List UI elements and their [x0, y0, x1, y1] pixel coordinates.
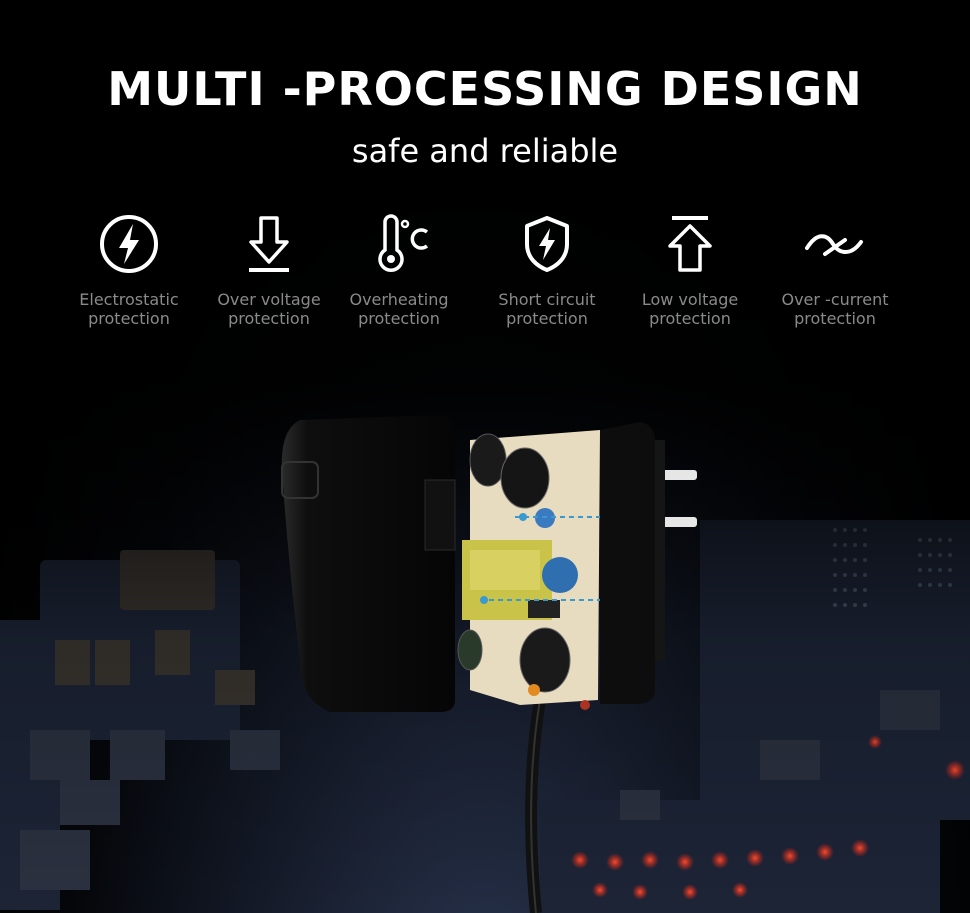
lightning-circle-icon [100, 215, 158, 273]
feature-label-line1: Over -current [781, 290, 889, 309]
feature-label-line1: Electrostatic [79, 290, 179, 309]
feature-label-line2: protection [358, 309, 440, 328]
feature-label-line1: Short circuit [498, 290, 596, 309]
shield-lightning-icon [525, 216, 569, 272]
page-subtitle: safe and reliable [351, 132, 619, 170]
feature-low-voltage: Low voltage protection [620, 212, 760, 328]
feature-overheating: Overheating protection [329, 212, 469, 328]
feature-label-line1: Low voltage [641, 290, 739, 309]
arrow-up-icon [668, 216, 712, 272]
feature-electrostatic: Electrostatic protection [59, 212, 199, 328]
feature-label-line2: protection [506, 309, 588, 328]
feature-label-line2: protection [649, 309, 731, 328]
page-title: MULTI -PROCESSING DESIGN [107, 62, 863, 116]
arrow-down-icon [249, 216, 289, 272]
feature-over-voltage: Over voltage protection [199, 212, 339, 328]
thermometer-icon [378, 214, 429, 272]
feature-label-line2: protection [228, 309, 310, 328]
feature-label-line2: protection [88, 309, 170, 328]
feature-over-current: Over -current protection [765, 212, 905, 328]
feature-label-line1: Overheating [349, 290, 449, 309]
wave-current-icon [805, 234, 863, 256]
feature-short-circuit: Short circuit protection [477, 212, 617, 328]
feature-label-line2: protection [794, 309, 876, 328]
feature-label-line1: Over voltage [217, 290, 321, 309]
